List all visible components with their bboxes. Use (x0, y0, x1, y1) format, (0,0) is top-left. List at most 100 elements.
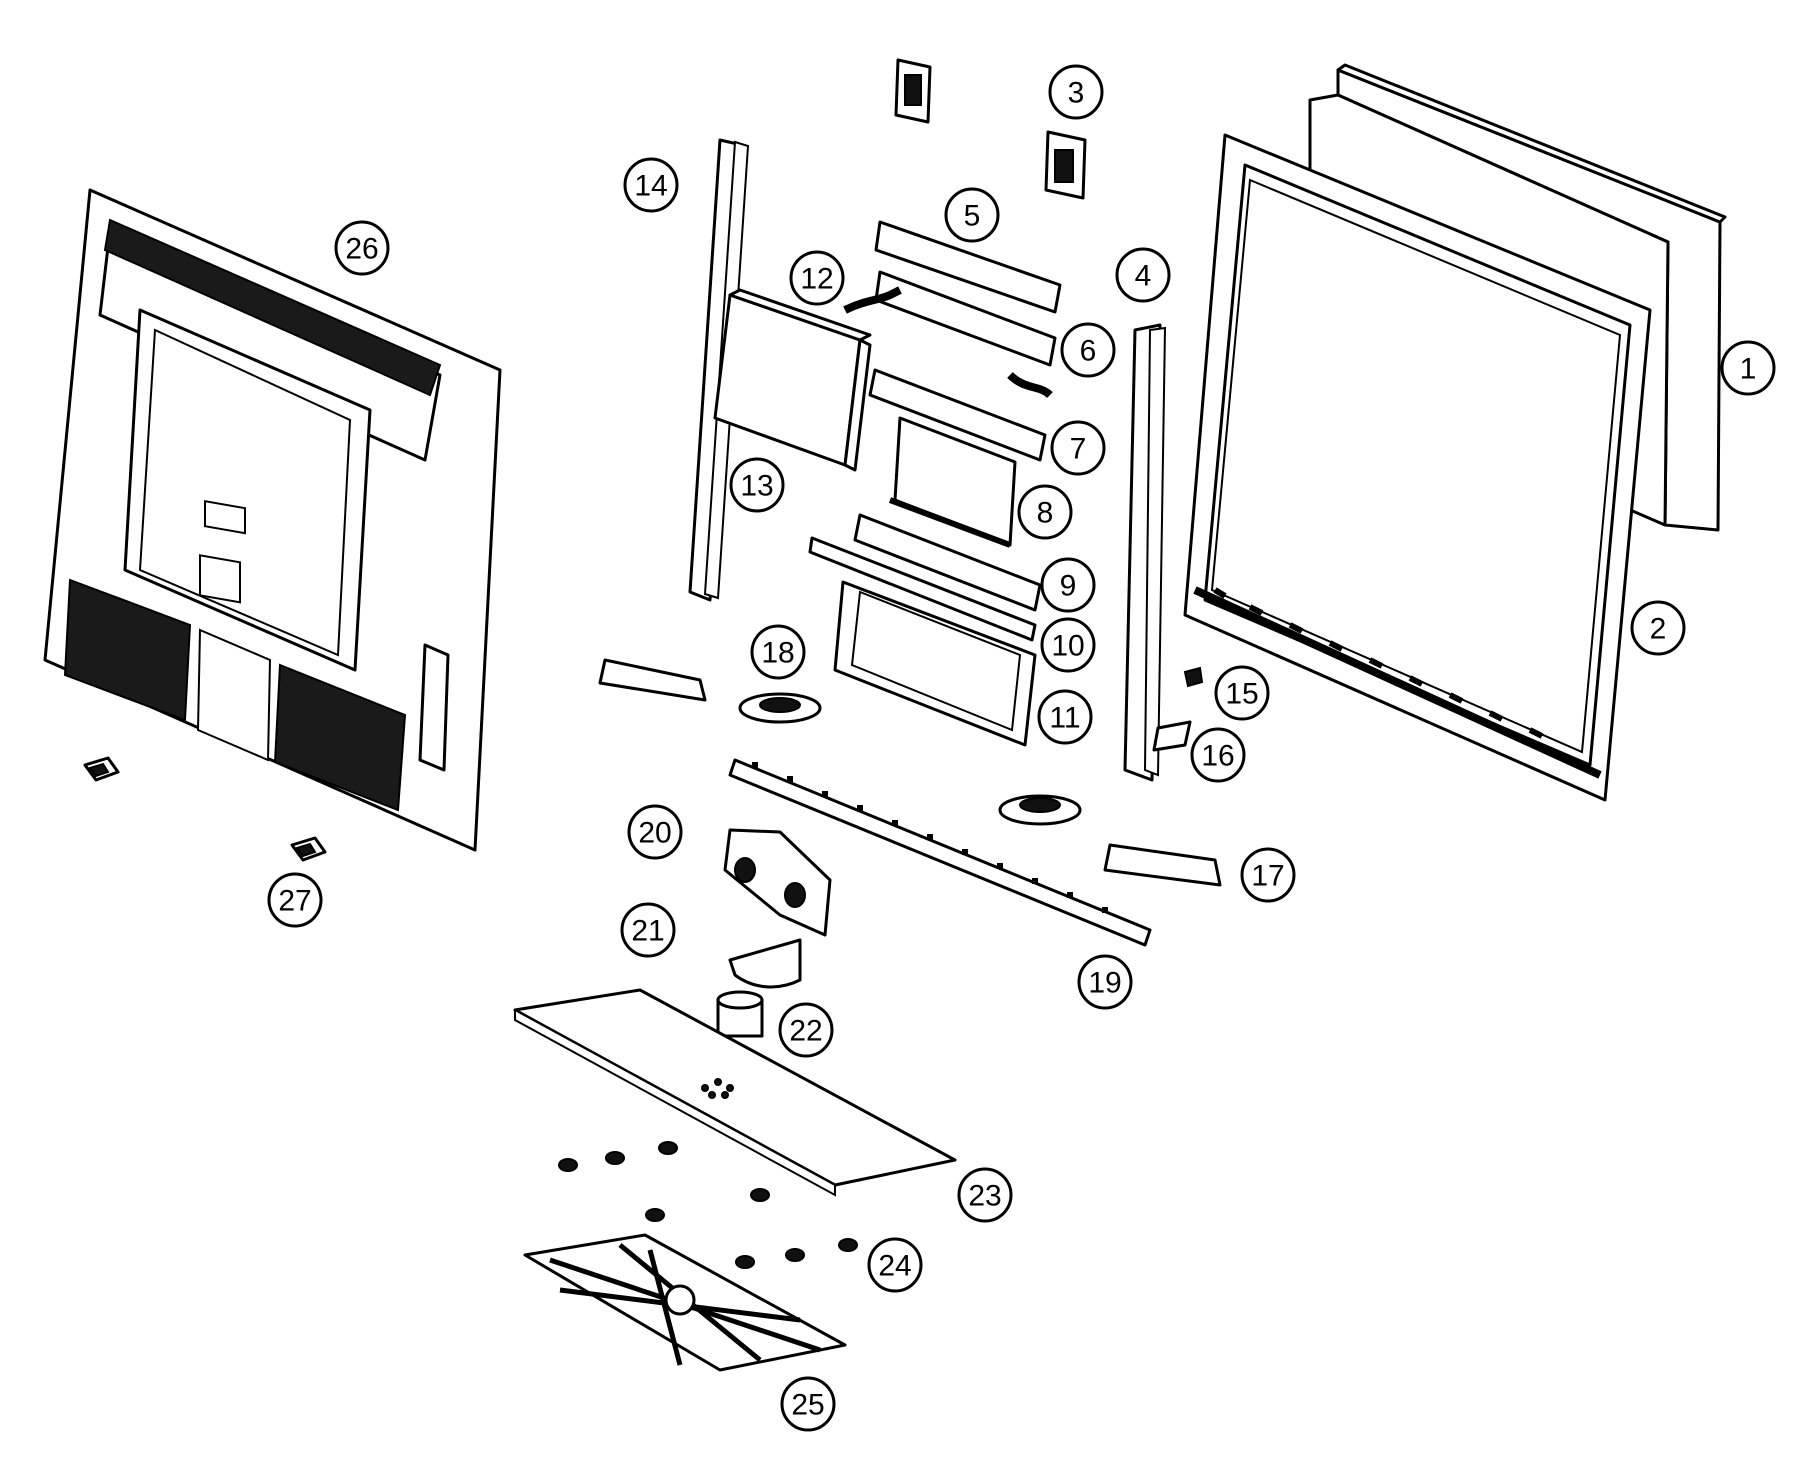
callout-label: 10 (1051, 630, 1084, 663)
part-27-clips (83, 756, 327, 862)
callout-circle (944, 187, 1000, 243)
part-20-stand-neck (723, 828, 832, 937)
callout-4: 4 (1115, 247, 1171, 303)
callout-label: 20 (638, 817, 671, 850)
callout-label: 4 (1135, 260, 1152, 293)
callout-label: 8 (1037, 497, 1054, 530)
callout-circle (1037, 689, 1093, 745)
part-23-base-plate (513, 988, 957, 1197)
part-3-upper-bracket (894, 58, 932, 124)
callout-label: 1 (1740, 353, 1757, 386)
callout-circle (778, 1002, 834, 1058)
callout-25: 25 (780, 1376, 836, 1432)
callout-circle (867, 1237, 923, 1293)
callout-circle (623, 157, 679, 213)
callout-2: 2 (1630, 600, 1686, 656)
part-15-clip (1183, 666, 1204, 688)
callout-label: 17 (1251, 860, 1284, 893)
callout-circle (1190, 727, 1246, 783)
callout-19: 19 (1077, 954, 1133, 1010)
callout-8: 8 (1017, 484, 1073, 540)
callout-11: 11 (1037, 689, 1093, 745)
part-3-bracket (1044, 130, 1087, 200)
callout-18: 18 (750, 624, 806, 680)
part-2-front-bezel (1183, 133, 1652, 802)
callout-17: 17 (1240, 847, 1296, 903)
callout-circle (1214, 665, 1270, 721)
part-17-speaker-right (998, 794, 1222, 887)
callout-27: 27 (267, 872, 323, 928)
callout-circle (1630, 600, 1686, 656)
part-18-speaker-left (598, 658, 822, 724)
callout-12: 12 (789, 250, 845, 306)
part-13-power-box (713, 288, 872, 472)
callout-circle (750, 624, 806, 680)
callout-label: 21 (631, 915, 664, 948)
callout-circle (1115, 247, 1171, 303)
callout-20: 20 (627, 804, 683, 860)
part-12-cable (843, 286, 1053, 399)
callout-23: 23 (957, 1167, 1013, 1223)
part-24-rubber-feet (558, 1141, 858, 1269)
callout-9: 9 (1040, 557, 1096, 613)
callout-13: 13 (729, 457, 785, 513)
callout-label: 13 (740, 470, 773, 503)
callout-circle (1050, 420, 1106, 476)
part-5-bracket (874, 220, 1062, 314)
callout-circle (627, 804, 683, 860)
callout-label: 19 (1088, 967, 1121, 1000)
callout-label: 18 (761, 637, 794, 670)
callout-10: 10 (1040, 617, 1096, 673)
callout-circle (1060, 322, 1116, 378)
callout-label: 11 (1049, 702, 1080, 735)
part-19-bottom-rail (728, 758, 1152, 947)
part-7-bracket (868, 368, 1047, 462)
part-21-collar (728, 938, 802, 989)
callout-circle (1048, 64, 1104, 120)
callout-circle (789, 250, 845, 306)
part-22-cylinder (716, 990, 764, 1038)
callout-label: 15 (1225, 678, 1258, 711)
callout-5: 5 (944, 187, 1000, 243)
callout-circle (1240, 847, 1296, 903)
callout-16: 16 (1190, 727, 1246, 783)
callout-circle (1017, 484, 1073, 540)
part-6-bracket (874, 270, 1057, 367)
part-16-clip (1152, 720, 1192, 752)
callout-6: 6 (1060, 322, 1116, 378)
callout-label: 27 (278, 885, 311, 918)
callout-circle (334, 220, 390, 276)
callout-label: 5 (964, 200, 981, 233)
callout-circle (1040, 617, 1096, 673)
callout-circle (1720, 340, 1776, 396)
part-8-main-board (888, 416, 1017, 548)
part-26-back-cover (43, 188, 502, 852)
callout-numbers: 1234567891011121314151617181920212223242… (267, 64, 1776, 1432)
callout-label: 25 (791, 1389, 824, 1422)
callout-3: 3 (1048, 64, 1104, 120)
callout-circle (780, 1376, 836, 1432)
callout-label: 9 (1060, 570, 1077, 603)
callout-circle (957, 1167, 1013, 1223)
part-4-right-rail (1123, 323, 1167, 782)
callout-label: 3 (1068, 77, 1085, 110)
callout-label: 2 (1650, 613, 1667, 646)
part-11-board (833, 580, 1037, 747)
part-10-thin-bar (808, 536, 1037, 642)
callout-1: 1 (1720, 340, 1776, 396)
callout-label: 7 (1070, 433, 1087, 466)
callout-label: 23 (968, 1180, 1001, 1213)
callout-26: 26 (334, 220, 390, 276)
part-9-bar (853, 513, 1042, 612)
callout-14: 14 (623, 157, 679, 213)
callout-label: 26 (345, 233, 378, 266)
callout-label: 12 (800, 263, 833, 296)
callout-label: 24 (878, 1250, 911, 1283)
callout-circle (1040, 557, 1096, 613)
callout-22: 22 (778, 1002, 834, 1058)
part-25-base-frame (523, 1233, 847, 1372)
callout-label: 22 (789, 1015, 822, 1048)
callout-circle (267, 872, 323, 928)
callout-15: 15 (1214, 665, 1270, 721)
